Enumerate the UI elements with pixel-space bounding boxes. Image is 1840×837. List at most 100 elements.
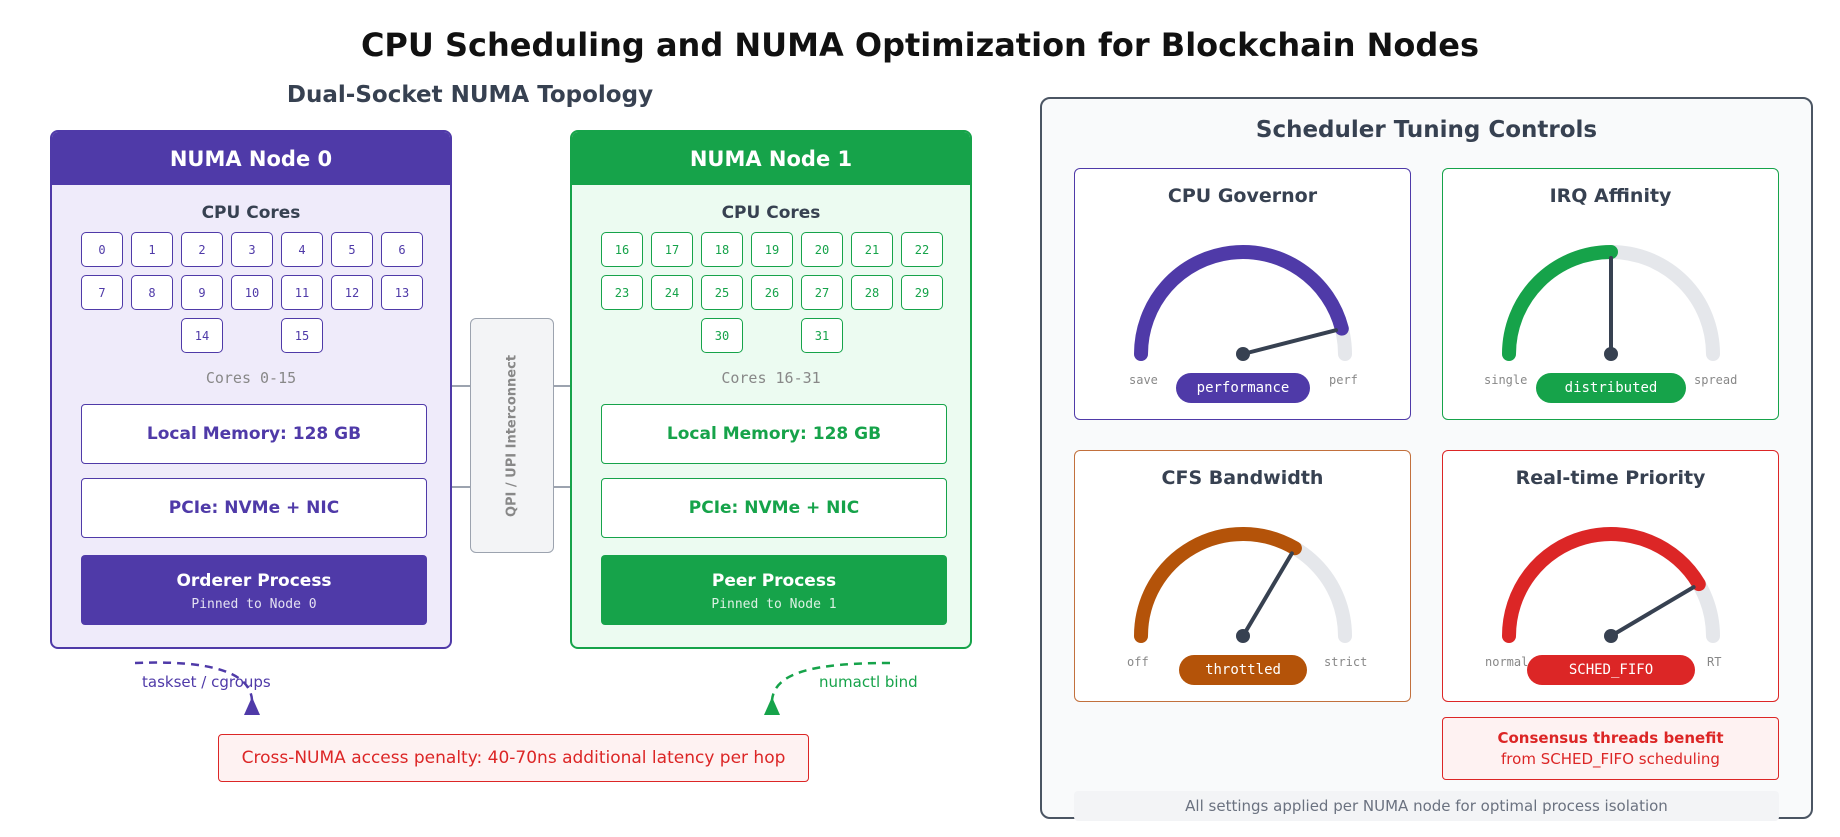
core-1: 1	[131, 232, 173, 267]
core-26: 26	[751, 275, 793, 310]
process-name: Peer Process	[711, 571, 837, 591]
node-0-memory: Local Memory: 128 GB	[81, 404, 427, 464]
consensus-note-text: from SCHED_FIFO scheduling	[1501, 750, 1720, 768]
consensus-note-bold: Consensus threads benefit	[1497, 729, 1724, 747]
core-27: 27	[801, 275, 843, 310]
node-1-cores-title: CPU Cores	[721, 203, 821, 223]
gauge-svg	[1134, 527, 1352, 643]
gauge-svg	[1502, 245, 1720, 361]
core-21: 21	[851, 232, 893, 267]
gauge-title: CFS Bandwidth	[1161, 467, 1324, 489]
gauge-card-cpu-governor: CPU Governor save perf performance	[1074, 168, 1411, 420]
gauge-needle	[1241, 328, 1338, 356]
core-18: 18	[701, 232, 743, 267]
core-5: 5	[331, 232, 373, 267]
node-1-core-range: Cores 16-31	[721, 369, 821, 387]
core-11: 11	[281, 275, 323, 310]
node-0-pcie: PCIe: NVMe + NIC	[81, 478, 427, 538]
gauge-fill	[1502, 245, 1618, 361]
gauge-value-badge: distributed	[1536, 373, 1686, 403]
binding-arrows	[134, 661, 891, 715]
topology-title: Dual-Socket NUMA Topology	[286, 82, 654, 108]
gauge-hub	[1236, 347, 1250, 361]
peer-process: Peer Process Pinned to Node 1	[601, 555, 947, 625]
core-15: 15	[281, 318, 323, 353]
core-7: 7	[81, 275, 123, 310]
gauge-needle	[1609, 585, 1696, 638]
numa-node-1: NUMA Node 1 CPU Cores 16 17 18 19 20 21 …	[570, 130, 972, 649]
link-line	[452, 486, 470, 488]
gauge-min-label: save	[1129, 373, 1158, 387]
taskset-label: taskset / cgroups	[142, 673, 271, 691]
gauge-hub	[1604, 347, 1618, 361]
core-20: 20	[801, 232, 843, 267]
process-name: Orderer Process	[176, 571, 332, 591]
gauge-min-label: normal	[1485, 655, 1529, 669]
core-16: 16	[601, 232, 643, 267]
qpi-interconnect: QPI / UPI Interconnect	[470, 318, 554, 553]
taskset-arrowhead	[244, 697, 260, 715]
gauge-max-label: spread	[1694, 373, 1738, 387]
gauge-min-label: single	[1484, 373, 1528, 387]
gauge-value-badge: performance	[1176, 373, 1310, 403]
gauge-value-badge: throttled	[1179, 655, 1307, 685]
core-13: 13	[381, 275, 423, 310]
gauge-value-badge: SCHED_FIFO	[1527, 655, 1695, 685]
core-3: 3	[231, 232, 273, 267]
gauge-hub	[1236, 629, 1250, 643]
gauge-track	[1502, 527, 1720, 643]
core-0: 0	[81, 232, 123, 267]
core-8: 8	[131, 275, 173, 310]
core-31: 31	[801, 318, 843, 353]
core-9: 9	[181, 275, 223, 310]
node-1-pcie: PCIe: NVMe + NIC	[601, 478, 947, 538]
core-25: 25	[701, 275, 743, 310]
panel-title: Scheduler Tuning Controls	[1255, 117, 1598, 143]
gauge-fill	[1502, 527, 1706, 643]
process-pinning: Pinned to Node 1	[711, 597, 837, 612]
gauge-track	[1134, 527, 1352, 643]
node-0-core-range: Cores 0-15	[205, 369, 297, 387]
gauge-card-irq-affinity: IRQ Affinity single spread distributed	[1442, 168, 1779, 420]
node-0-cores-title: CPU Cores	[201, 203, 301, 223]
process-pinning: Pinned to Node 0	[191, 597, 317, 612]
cross-numa-penalty: Cross-NUMA access penalty: 40-70ns addit…	[218, 734, 809, 782]
core-10: 10	[231, 275, 273, 310]
core-28: 28	[851, 275, 893, 310]
link-line	[554, 385, 570, 387]
numa-node-0: NUMA Node 0 CPU Cores 0 1 2 3 4 5 6 7 8 …	[50, 130, 452, 649]
numactl-arrowhead	[764, 697, 780, 715]
orderer-process: Orderer Process Pinned to Node 0	[81, 555, 427, 625]
core-23: 23	[601, 275, 643, 310]
core-14: 14	[181, 318, 223, 353]
gauge-max-label: RT	[1707, 655, 1722, 669]
core-24: 24	[651, 275, 693, 310]
core-29: 29	[901, 275, 943, 310]
gauge-title: Real-time Priority	[1515, 467, 1706, 489]
gauge-title: CPU Governor	[1167, 185, 1318, 207]
gauge-hub	[1604, 629, 1618, 643]
core-2: 2	[181, 232, 223, 267]
gauge-title: IRQ Affinity	[1549, 185, 1672, 207]
node-1-header: NUMA Node 1	[572, 132, 970, 185]
gauge-min-label: off	[1127, 655, 1149, 669]
link-line	[452, 385, 470, 387]
node-1-memory: Local Memory: 128 GB	[601, 404, 947, 464]
core-17: 17	[651, 232, 693, 267]
core-30: 30	[701, 318, 743, 353]
gauge-track	[1134, 245, 1352, 361]
link-line	[554, 486, 570, 488]
taskset-arrow-path	[134, 661, 254, 701]
core-19: 19	[751, 232, 793, 267]
gauge-max-label: strict	[1324, 655, 1368, 669]
core-4: 4	[281, 232, 323, 267]
gauge-card-realtime-priority: Real-time Priority normal RT SCHED_FIFO	[1442, 450, 1779, 702]
gauge-fill	[1134, 527, 1302, 643]
gauge-max-label: perf	[1329, 373, 1358, 387]
page-title: CPU Scheduling and NUMA Optimization for…	[360, 26, 1480, 64]
core-22: 22	[901, 232, 943, 267]
numactl-label: numactl bind	[819, 673, 918, 691]
core-12: 12	[331, 275, 373, 310]
gauge-svg	[1134, 245, 1352, 361]
numactl-arrow-path	[770, 661, 891, 701]
